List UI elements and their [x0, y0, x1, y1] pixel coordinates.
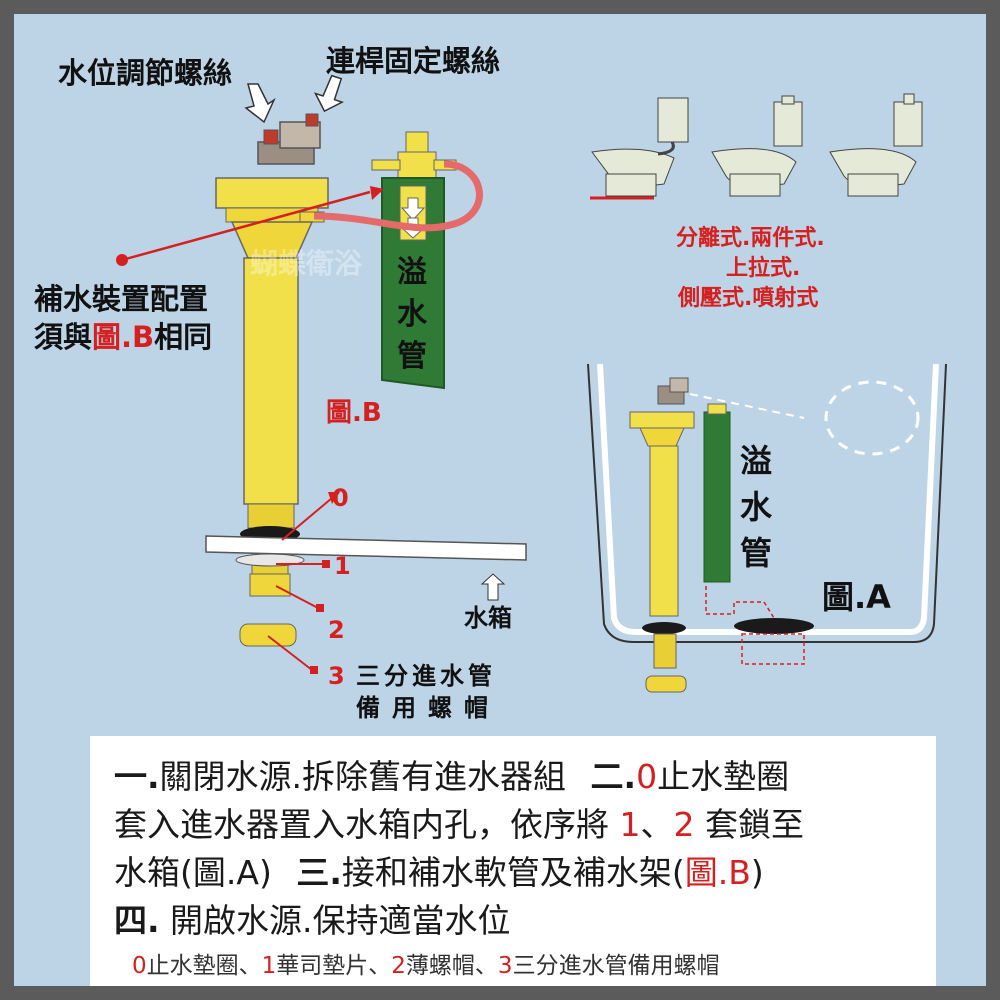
refill-note-text-c: 相同: [154, 320, 212, 354]
refill-note-line1: 補水裝置配置: [34, 276, 208, 318]
legend-0-text: 止水墊圈、: [147, 953, 262, 979]
legend-2-text: 薄螺帽、: [406, 953, 498, 979]
step3-close: ): [751, 853, 764, 892]
instruction-line-3: 水箱(圖.A) 三.接和補水軟管及補水架(圖.B): [114, 846, 764, 894]
step3-number: 三.: [296, 853, 342, 892]
refill-note-text-a: 須與: [34, 320, 92, 354]
marker-0: 0: [332, 484, 349, 512]
fig-b-fill-valve: [216, 114, 328, 646]
instruction-line-1: 一.關閉水源.拆除舊有進水器組 二.0止水墊圈: [114, 750, 789, 798]
legend-3-text: 三分進水管備用螺帽: [513, 953, 720, 979]
legend-1: 1: [262, 953, 277, 979]
marker-3: 3: [328, 662, 345, 690]
instructions-box: 一.關閉水源.拆除舊有進水器組 二.0止水墊圈 套入進水器置入水箱内孔，依序將 …: [90, 736, 936, 986]
step1-number: 一.: [114, 757, 160, 796]
spare-cap-line1: 三分進水管: [356, 656, 496, 691]
legend-3: 3: [498, 953, 513, 979]
overflow-char-3: 管: [392, 336, 432, 378]
water-level-screw-label: 水位調節螺絲: [58, 50, 232, 92]
legend-1-text: 華司墊片、: [276, 953, 391, 979]
fig-b-label: 圖.B: [326, 392, 382, 429]
step2-ref-0: 0: [636, 757, 657, 796]
line2-ref-2: 2: [674, 805, 695, 844]
step2-text: 止水墊圈: [657, 757, 789, 796]
parts-legend: 0止水墊圈、1華司墊片、2薄螺帽、3三分進水管備用螺帽: [132, 946, 720, 980]
fig-a-label: 圖.A: [822, 572, 891, 618]
step1-text: 關閉水源.拆除舊有進水器組: [160, 757, 567, 796]
legend-2: 2: [391, 953, 406, 979]
step4-number: 四.: [114, 901, 160, 940]
marker-1: 1: [334, 552, 351, 580]
refill-note-fig-ref: 圖.B: [92, 320, 154, 354]
overflow-pipe-label-b: 溢 水 管: [392, 252, 432, 378]
line2-sep: 、: [641, 805, 674, 844]
line2-ref-1: 1: [620, 805, 641, 844]
diagram-panel: 蝴蝶衛浴 水位調節螺絲 連桿固定螺絲 補水裝置配置 須與圖.B相同 圖.B 溢 …: [14, 14, 986, 986]
overflow-a-char-1: 溢: [736, 438, 776, 484]
watermark: 蝴蝶衛浴: [250, 242, 362, 282]
step3-text: 接和補水軟管及補水架(: [342, 853, 685, 892]
water-level-screw-arrow: [246, 84, 274, 122]
step4-text: 開啟水源.保持適當水位: [170, 901, 511, 940]
toilet-types-line1: 分離式.兩件式.: [676, 220, 825, 252]
instruction-line-2: 套入進水器置入水箱内孔，依序將 1、2 套鎖至: [114, 798, 804, 846]
line2-text-a: 套入進水器置入水箱内孔，依序將: [114, 805, 620, 844]
tank-label: 水箱: [464, 598, 512, 633]
line2-text-b: 套鎖至: [695, 805, 805, 844]
line3-text: 水箱(圖.A): [114, 853, 272, 892]
instruction-line-4: 四. 開啟水源.保持適當水位: [114, 894, 511, 942]
overflow-char-2: 水: [392, 294, 432, 336]
marker-2: 2: [328, 616, 345, 644]
overflow-char-1: 溢: [392, 252, 432, 294]
overflow-a-char-3: 管: [736, 530, 776, 576]
spare-cap-line2: 備用螺帽: [356, 688, 500, 723]
step2-number: 二.: [591, 757, 637, 796]
overflow-a-char-2: 水: [736, 484, 776, 530]
rod-fixing-screw-label: 連桿固定螺絲: [326, 38, 500, 80]
toilet-icons: [590, 94, 922, 198]
overflow-pipe-label-a: 溢 水 管: [736, 438, 776, 576]
legend-0: 0: [132, 953, 147, 979]
refill-note-line2: 須與圖.B相同: [34, 314, 212, 356]
toilet-types-line2: 上拉式.: [726, 250, 800, 282]
toilet-types-line3: 側壓式.噴射式: [678, 280, 818, 312]
step3-ref: 圖.B: [685, 853, 751, 892]
